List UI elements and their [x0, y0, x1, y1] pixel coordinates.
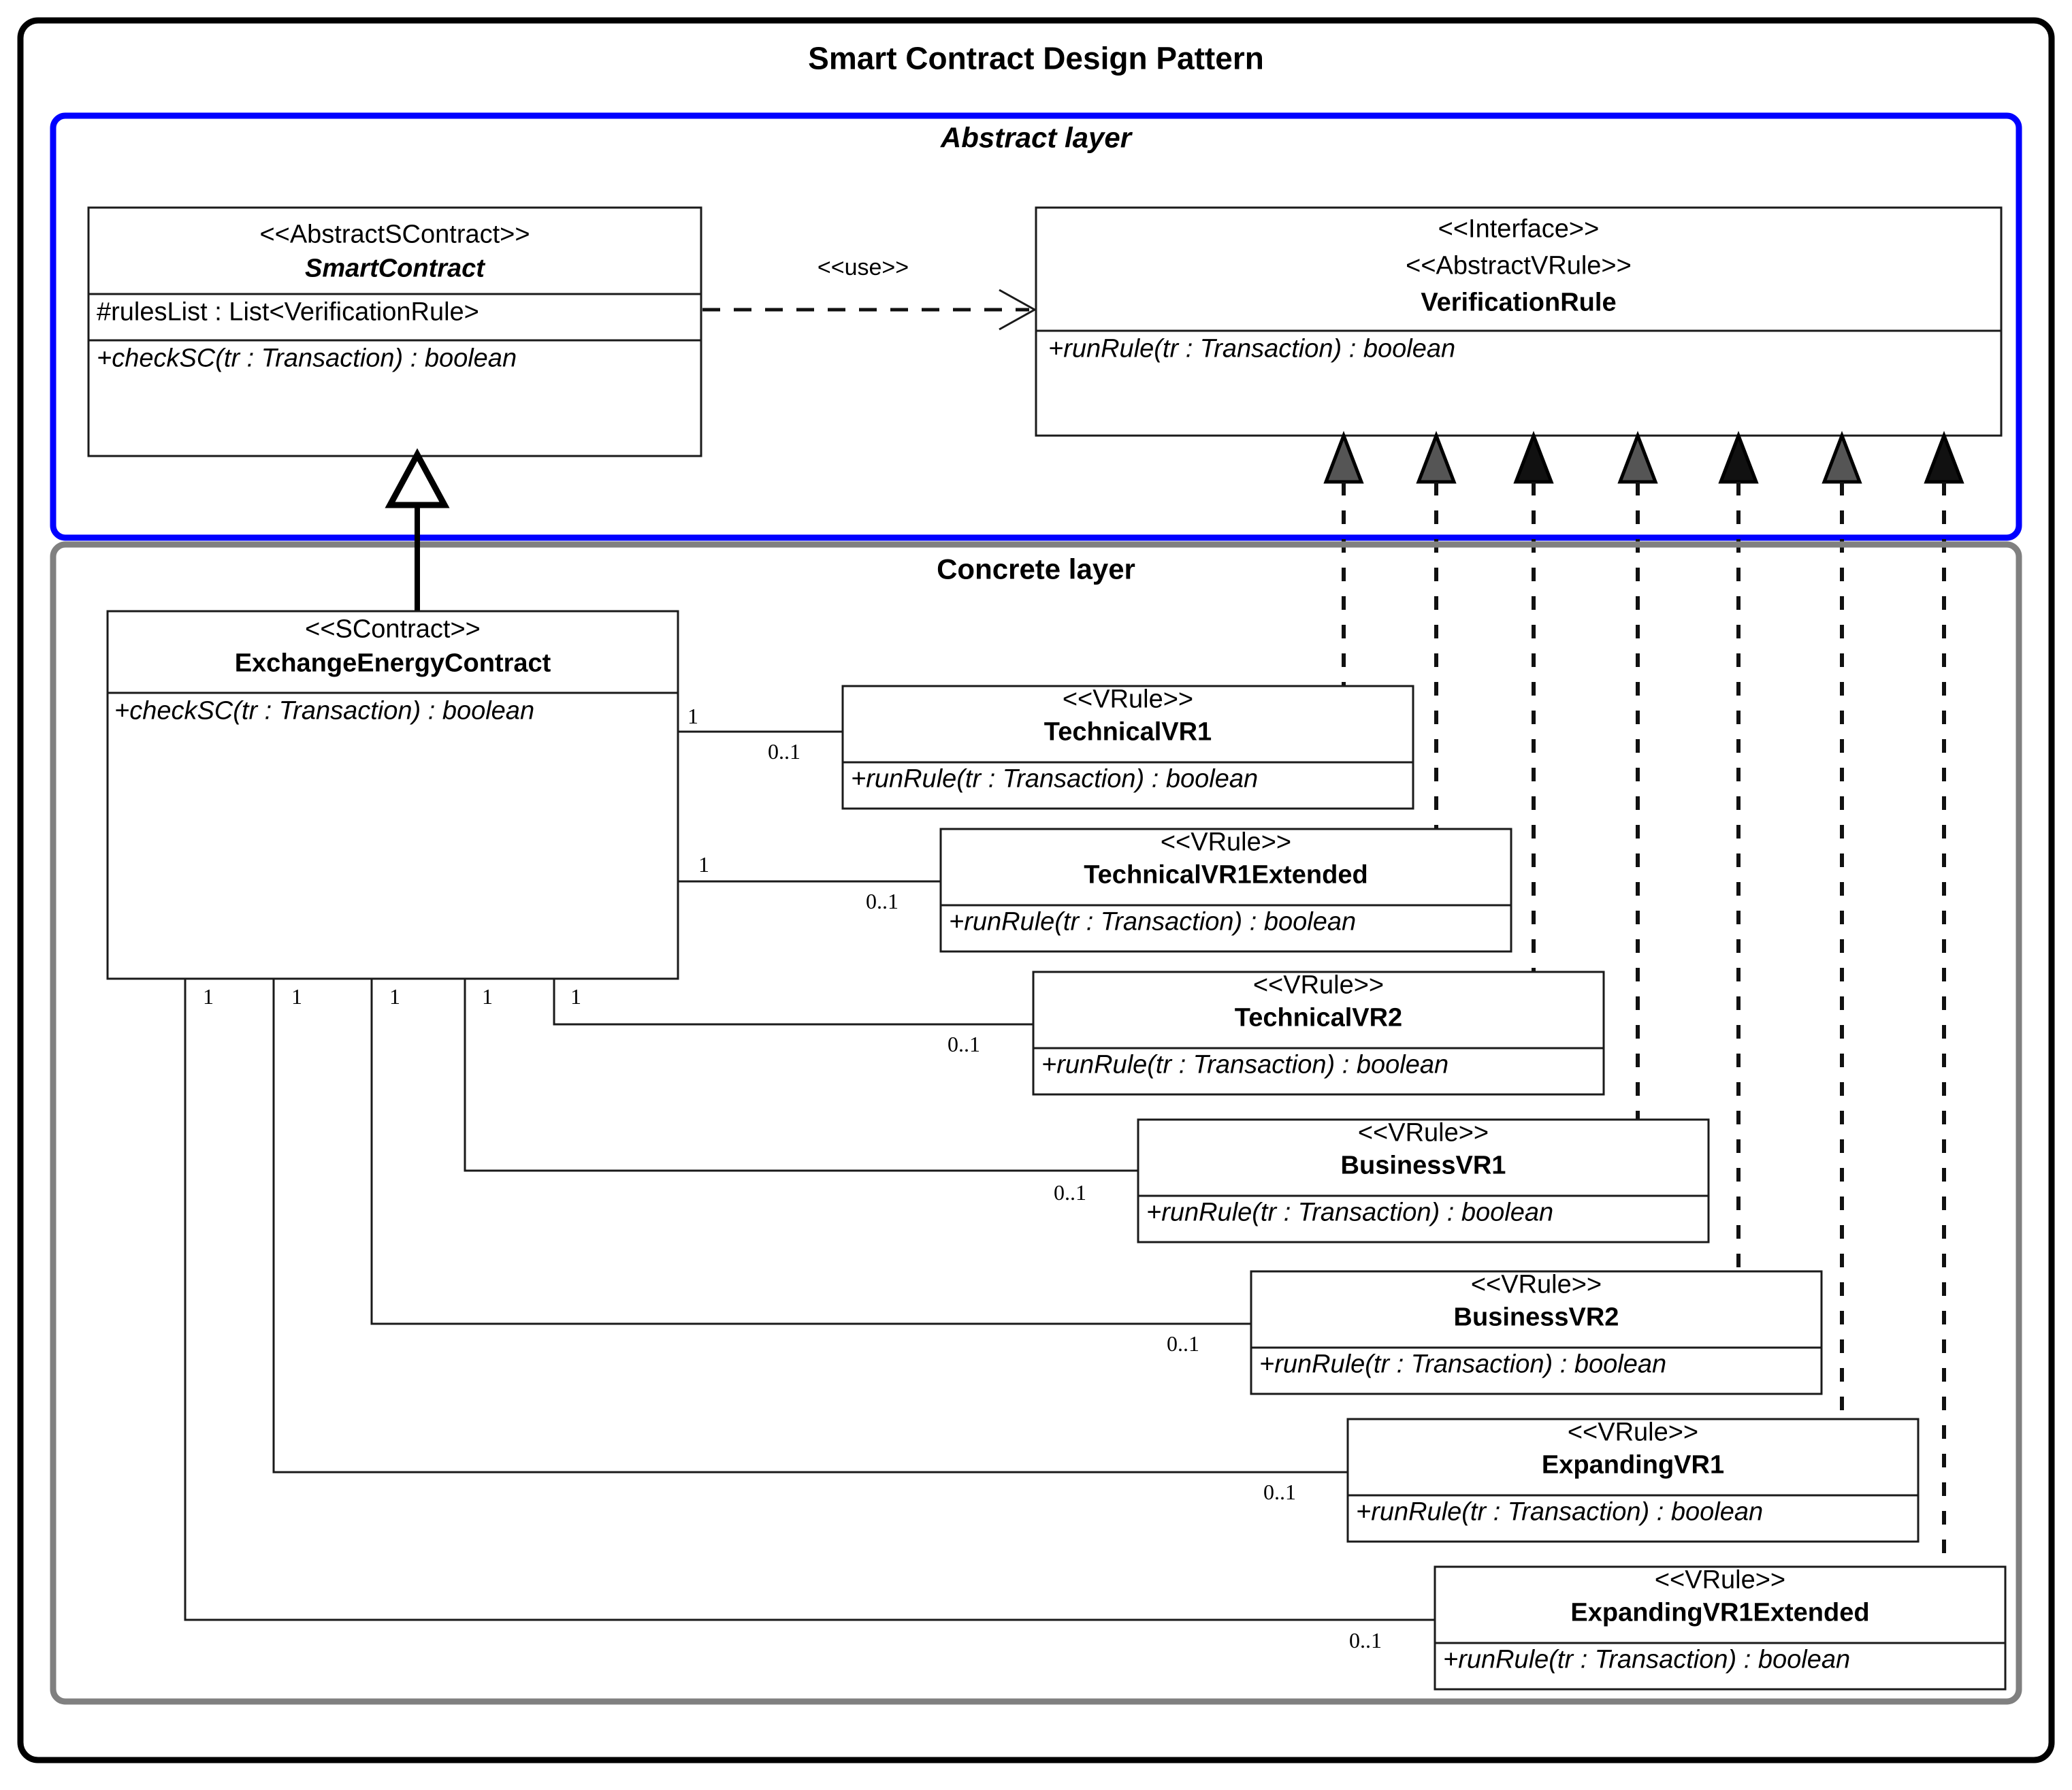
- class-exchange-energy-contract[interactable]: <<SContract>> ExchangeEnergyContract +ch…: [106, 610, 679, 980]
- association-businessvr2: 1 0..1: [370, 979, 1251, 1356]
- realization-arrowheads: [1323, 430, 1964, 484]
- association-target-multiplicity: 0..1: [768, 739, 800, 764]
- association-target-multiplicity: 0..1: [1054, 1180, 1086, 1205]
- expandingvr1extended-stereotype: <<VRule>>: [1655, 1565, 1785, 1594]
- businessvr2-name: BusinessVR2: [1454, 1303, 1619, 1331]
- smart-contract-stereotype: <<AbstractSContract>>: [259, 220, 530, 248]
- expandingvr1-stereotype: <<VRule>>: [1568, 1418, 1698, 1446]
- class-expandingvr1[interactable]: <<VRule>> ExpandingVR1 +runRule(tr : Tra…: [1346, 1418, 1920, 1543]
- association-expandingvr1extended: 1 0..1: [184, 979, 1435, 1653]
- class-expandingvr1extended[interactable]: <<VRule>> ExpandingVR1Extended +runRule(…: [1434, 1565, 2007, 1691]
- abstract-layer-label: Abstract layer: [940, 121, 1133, 153]
- concrete-layer-label: Concrete layer: [937, 553, 1135, 585]
- association-source-multiplicity: 1: [291, 984, 302, 1009]
- realization-dashed-lines: [1342, 482, 1946, 1567]
- verification-rule-stereotype-interface: <<Interface>>: [1438, 214, 1600, 243]
- association-target-multiplicity: 0..1: [1167, 1331, 1199, 1356]
- technicalvr1extended-operation: +runRule(tr : Transaction) : boolean: [949, 907, 1356, 936]
- association-source-multiplicity: 1: [389, 984, 400, 1009]
- class-verification-rule[interactable]: <<Interface>> <<AbstractVRule>> Verifica…: [1035, 206, 2003, 437]
- businessvr2-stereotype: <<VRule>>: [1471, 1270, 1602, 1299]
- technicalvr2-name: TechnicalVR2: [1235, 1003, 1402, 1032]
- association-technicalvr1extended: 1 0..1: [678, 852, 941, 913]
- association-target-multiplicity: 0..1: [1349, 1628, 1382, 1653]
- expandingvr1-operation: +runRule(tr : Transaction) : boolean: [1356, 1497, 1763, 1526]
- association-source-multiplicity: 1: [570, 984, 581, 1009]
- businessvr1-stereotype: <<VRule>>: [1358, 1118, 1489, 1147]
- class-technicalvr2[interactable]: <<VRule>> TechnicalVR2 +runRule(tr : Tra…: [1032, 971, 1605, 1096]
- page-title: Smart Contract Design Pattern: [808, 41, 1264, 76]
- association-technicalvr1: 1 0..1: [678, 704, 843, 764]
- concrete-layer-container: [50, 541, 2022, 1705]
- association-source-multiplicity: 1: [482, 984, 493, 1009]
- verification-rule-operation: +runRule(tr : Transaction) : boolean: [1048, 334, 1455, 363]
- verification-rule-stereotype-abstractvrule: <<AbstractVRule>>: [1406, 251, 1632, 280]
- generalization-triangle-icon: [385, 448, 450, 508]
- association-target-multiplicity: 0..1: [948, 1032, 980, 1056]
- association-source-multiplicity: 1: [203, 984, 214, 1009]
- class-smart-contract[interactable]: <<AbstractSContract>> SmartContract #rul…: [87, 206, 702, 457]
- technicalvr2-stereotype: <<VRule>>: [1253, 971, 1384, 999]
- businessvr1-operation: +runRule(tr : Transaction) : boolean: [1146, 1198, 1553, 1226]
- use-dependency: <<use>>: [702, 255, 1037, 331]
- smart-contract-attribute: #rulesList : List<VerificationRule>: [97, 297, 479, 326]
- verification-rule-name: VerificationRule: [1421, 288, 1616, 316]
- association-source-multiplicity: 1: [698, 852, 709, 877]
- technicalvr1extended-stereotype: <<VRule>>: [1161, 828, 1291, 856]
- association-target-multiplicity: 0..1: [1263, 1480, 1296, 1504]
- class-businessvr1[interactable]: <<VRule>> BusinessVR1 +runRule(tr : Tran…: [1137, 1118, 1710, 1243]
- expandingvr1-name: ExpandingVR1: [1542, 1450, 1724, 1479]
- inheritance-generalization: [385, 448, 450, 613]
- exchange-energy-contract-operation: +checkSC(tr : Transaction) : boolean: [114, 696, 534, 725]
- technicalvr2-operation: +runRule(tr : Transaction) : boolean: [1041, 1050, 1448, 1079]
- association-technicalvr2: 1 0..1: [553, 979, 1033, 1056]
- smart-contract-operation: +checkSC(tr : Transaction) : boolean: [97, 344, 517, 372]
- class-technicalvr1[interactable]: <<VRule>> TechnicalVR1 +runRule(tr : Tra…: [841, 685, 1414, 810]
- technicalvr1-stereotype: <<VRule>>: [1063, 685, 1193, 713]
- smart-contract-name: SmartContract: [305, 254, 485, 282]
- association-target-multiplicity: 0..1: [866, 889, 899, 913]
- technicalvr1extended-name: TechnicalVR1Extended: [1084, 860, 1367, 889]
- association-source-multiplicity: 1: [687, 704, 698, 728]
- businessvr1-name: BusinessVR1: [1341, 1151, 1506, 1179]
- class-businessvr2[interactable]: <<VRule>> BusinessVR2 +runRule(tr : Tran…: [1250, 1270, 1823, 1395]
- technicalvr1-operation: +runRule(tr : Transaction) : boolean: [851, 764, 1258, 793]
- class-technicalvr1extended[interactable]: <<VRule>> TechnicalVR1Extended +runRule(…: [939, 828, 1512, 953]
- exchange-energy-contract-name: ExchangeEnergyContract: [235, 649, 551, 677]
- use-dependency-label: <<use>>: [818, 255, 909, 280]
- expandingvr1extended-name: ExpandingVR1Extended: [1570, 1598, 1869, 1627]
- businessvr2-operation: +runRule(tr : Transaction) : boolean: [1259, 1350, 1666, 1378]
- association-expandingvr1: 1 0..1: [272, 979, 1348, 1504]
- exchange-energy-contract-stereotype: <<SContract>>: [305, 615, 481, 643]
- expandingvr1extended-operation: +runRule(tr : Transaction) : boolean: [1443, 1645, 1850, 1674]
- association-businessvr1: 1 0..1: [464, 979, 1138, 1205]
- technicalvr1-name: TechnicalVR1: [1044, 717, 1212, 746]
